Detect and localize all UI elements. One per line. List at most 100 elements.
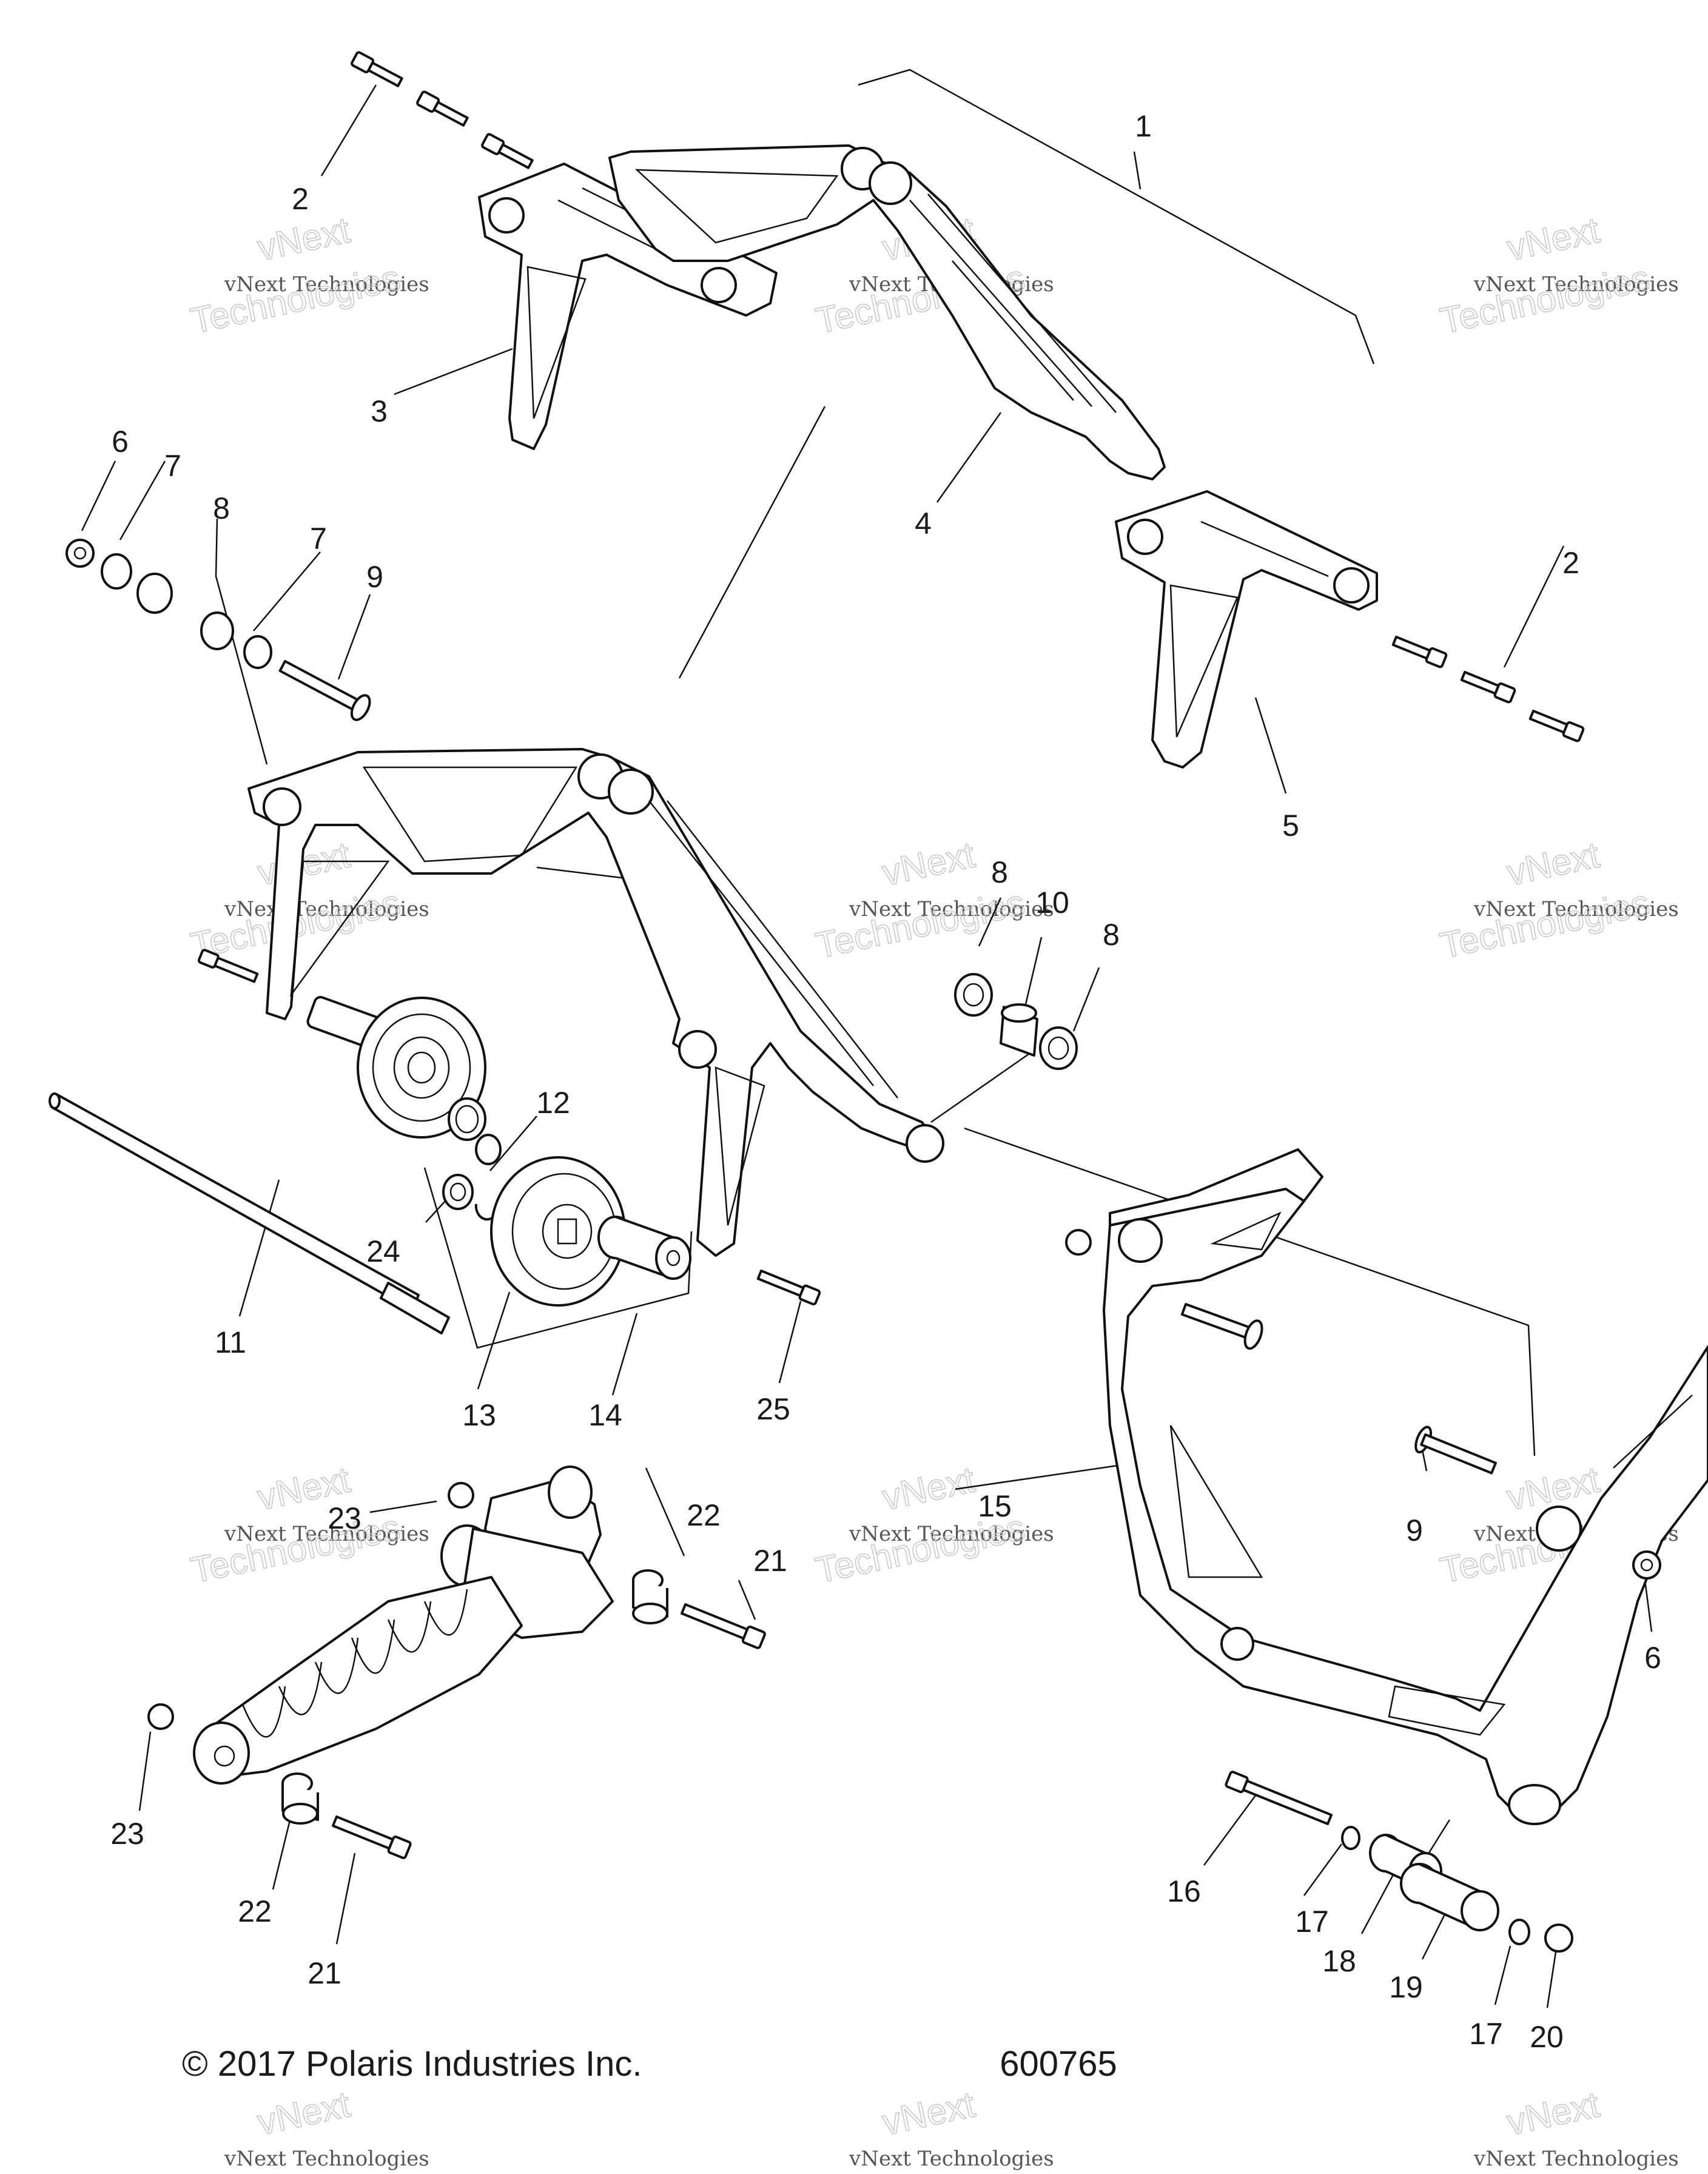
watermark-text: vNext Technologies (849, 1522, 1054, 1546)
leader-6b (1644, 1580, 1653, 1632)
spacer-22b (281, 1772, 319, 1825)
callout-15: 15 (978, 1489, 1012, 1523)
watermark: vNext vNext Technologies Technologies (1436, 209, 1679, 342)
callout-8: 8 (1103, 918, 1120, 952)
watermark-layer: vNext vNext Technologies Technologies vN… (187, 209, 1679, 2171)
callout-2: 2 (292, 182, 309, 216)
callout-7: 7 (310, 522, 327, 556)
leader-pivot-upper (678, 406, 826, 679)
leader-8a (215, 518, 268, 765)
leader-22a (645, 1467, 685, 1556)
callout-17: 17 (1469, 2017, 1503, 2051)
callout-16: 16 (1167, 1874, 1201, 1908)
watermark-brand: vNext (1504, 2084, 1603, 2142)
watermark: vNext vNext Technologies Technologies (812, 833, 1054, 966)
leader-5 (1254, 697, 1287, 794)
callout-22: 22 (238, 1894, 272, 1928)
watermark-outline: Technologies (187, 1507, 404, 1590)
watermark-text: vNext Technologies (1473, 897, 1679, 921)
callout-21: 21 (753, 1544, 787, 1578)
callout-12: 12 (536, 1086, 570, 1120)
leader-15 (955, 1464, 1123, 1490)
leader-12 (489, 1116, 537, 1171)
callout-2: 2 (1562, 546, 1579, 580)
callout-13: 13 (462, 1398, 496, 1432)
watermark-outline: Technologies (1437, 257, 1653, 341)
leader-13 (477, 1291, 511, 1390)
pivot-hardware-right (954, 973, 1078, 1070)
shock-spring (199, 1576, 523, 1779)
rail-bracket-right (1115, 490, 1378, 769)
shock-absorber (147, 1466, 766, 1859)
callout-6: 6 (1644, 1641, 1661, 1675)
watermark-text: vNext Technologies (224, 272, 429, 297)
pin-9 (278, 660, 371, 721)
callout-8: 8 (991, 855, 1008, 889)
callout-8: 8 (213, 491, 230, 525)
callout-4: 4 (915, 506, 932, 540)
watermark-brand: vNext (254, 209, 354, 268)
leader-21b (335, 1853, 356, 1945)
callout-23: 23 (328, 1501, 361, 1535)
leader-rear-arm (964, 1127, 1536, 1456)
nut-20 (1544, 1923, 1573, 1953)
assembly-bracket-1 (858, 69, 1375, 365)
leader-21a (738, 1580, 756, 1620)
watermark: vNext vNext Technologies (849, 2083, 1054, 2171)
bolt-set-right (1391, 636, 1585, 742)
watermark-text: vNext Technologies (224, 897, 429, 921)
watermark: vNext vNext Technologies (1473, 2083, 1679, 2171)
watermark: vNext vNext Technologies Technologies (187, 209, 429, 342)
watermark-brand: vNext (1504, 834, 1603, 893)
copyright-text: © 2017 Polaris Industries Inc. (182, 2044, 642, 2084)
callout-10: 10 (1035, 886, 1069, 920)
pivot-hardware-left (66, 539, 371, 721)
rear-pivot-hardware (1225, 1771, 1573, 1953)
washer-17b (1508, 1919, 1530, 1945)
callout-17: 17 (1295, 1905, 1329, 1939)
sleeve-19 (1400, 1863, 1499, 1931)
watermark-brand: vNext (879, 2084, 978, 2142)
callout-5: 5 (1282, 809, 1299, 843)
callout-25: 25 (756, 1392, 790, 1426)
washer-24 (442, 1174, 499, 1221)
bolt-21b (332, 1816, 412, 1859)
callout-6: 6 (112, 425, 129, 459)
callout-21: 21 (308, 1956, 341, 1990)
watermark: vNext vNext Technologies Technologies (812, 1458, 1054, 1591)
leader-17b (1494, 1945, 1511, 2005)
washer-17 (1341, 1826, 1360, 1850)
figure-number: 600765 (1000, 2044, 1117, 2084)
callout-24: 24 (366, 1234, 400, 1268)
watermark: vNext vNext Technologies (224, 2083, 429, 2171)
leader-pivot-front (930, 1051, 1032, 1123)
leader-8b (978, 897, 1002, 947)
spacer-14 (597, 1216, 691, 1280)
leader-16 (1203, 1795, 1257, 1866)
rail-frame-upper (608, 144, 1166, 480)
leader-3 (394, 348, 513, 395)
washer-7 (243, 635, 272, 669)
rail-frame-lower (247, 748, 944, 1257)
footer: © 2017 Polaris Industries Inc. 600765 (182, 2044, 1117, 2084)
leader-23b (138, 1731, 152, 1811)
callout-20: 20 (1530, 2020, 1564, 2054)
watermark-text: vNext Technologies (224, 2147, 429, 2171)
pin-15 (1180, 1303, 1263, 1350)
nut-23 (448, 1482, 474, 1509)
pin-9-right (1414, 1425, 1497, 1475)
callout-9: 9 (1406, 1513, 1423, 1547)
watermark: vNext vNext Technologies Technologies (187, 1458, 429, 1591)
leader-4 (936, 412, 1002, 503)
callout-19: 19 (1389, 1970, 1423, 2004)
callout-labels: 1 2 2 3 4 5 6 6 7 7 8 8 8 9 9 10 11 12 1… (110, 109, 1661, 2054)
bolt-set-top (351, 51, 534, 169)
nut-6 (66, 539, 95, 568)
bushing-8-inner (200, 611, 234, 650)
watermark-outline: Technologies (1437, 882, 1653, 966)
watermark: vNext vNext Technologies Technologies (1436, 833, 1679, 966)
callout-11: 11 (215, 1325, 246, 1359)
leader-6a (81, 460, 116, 531)
